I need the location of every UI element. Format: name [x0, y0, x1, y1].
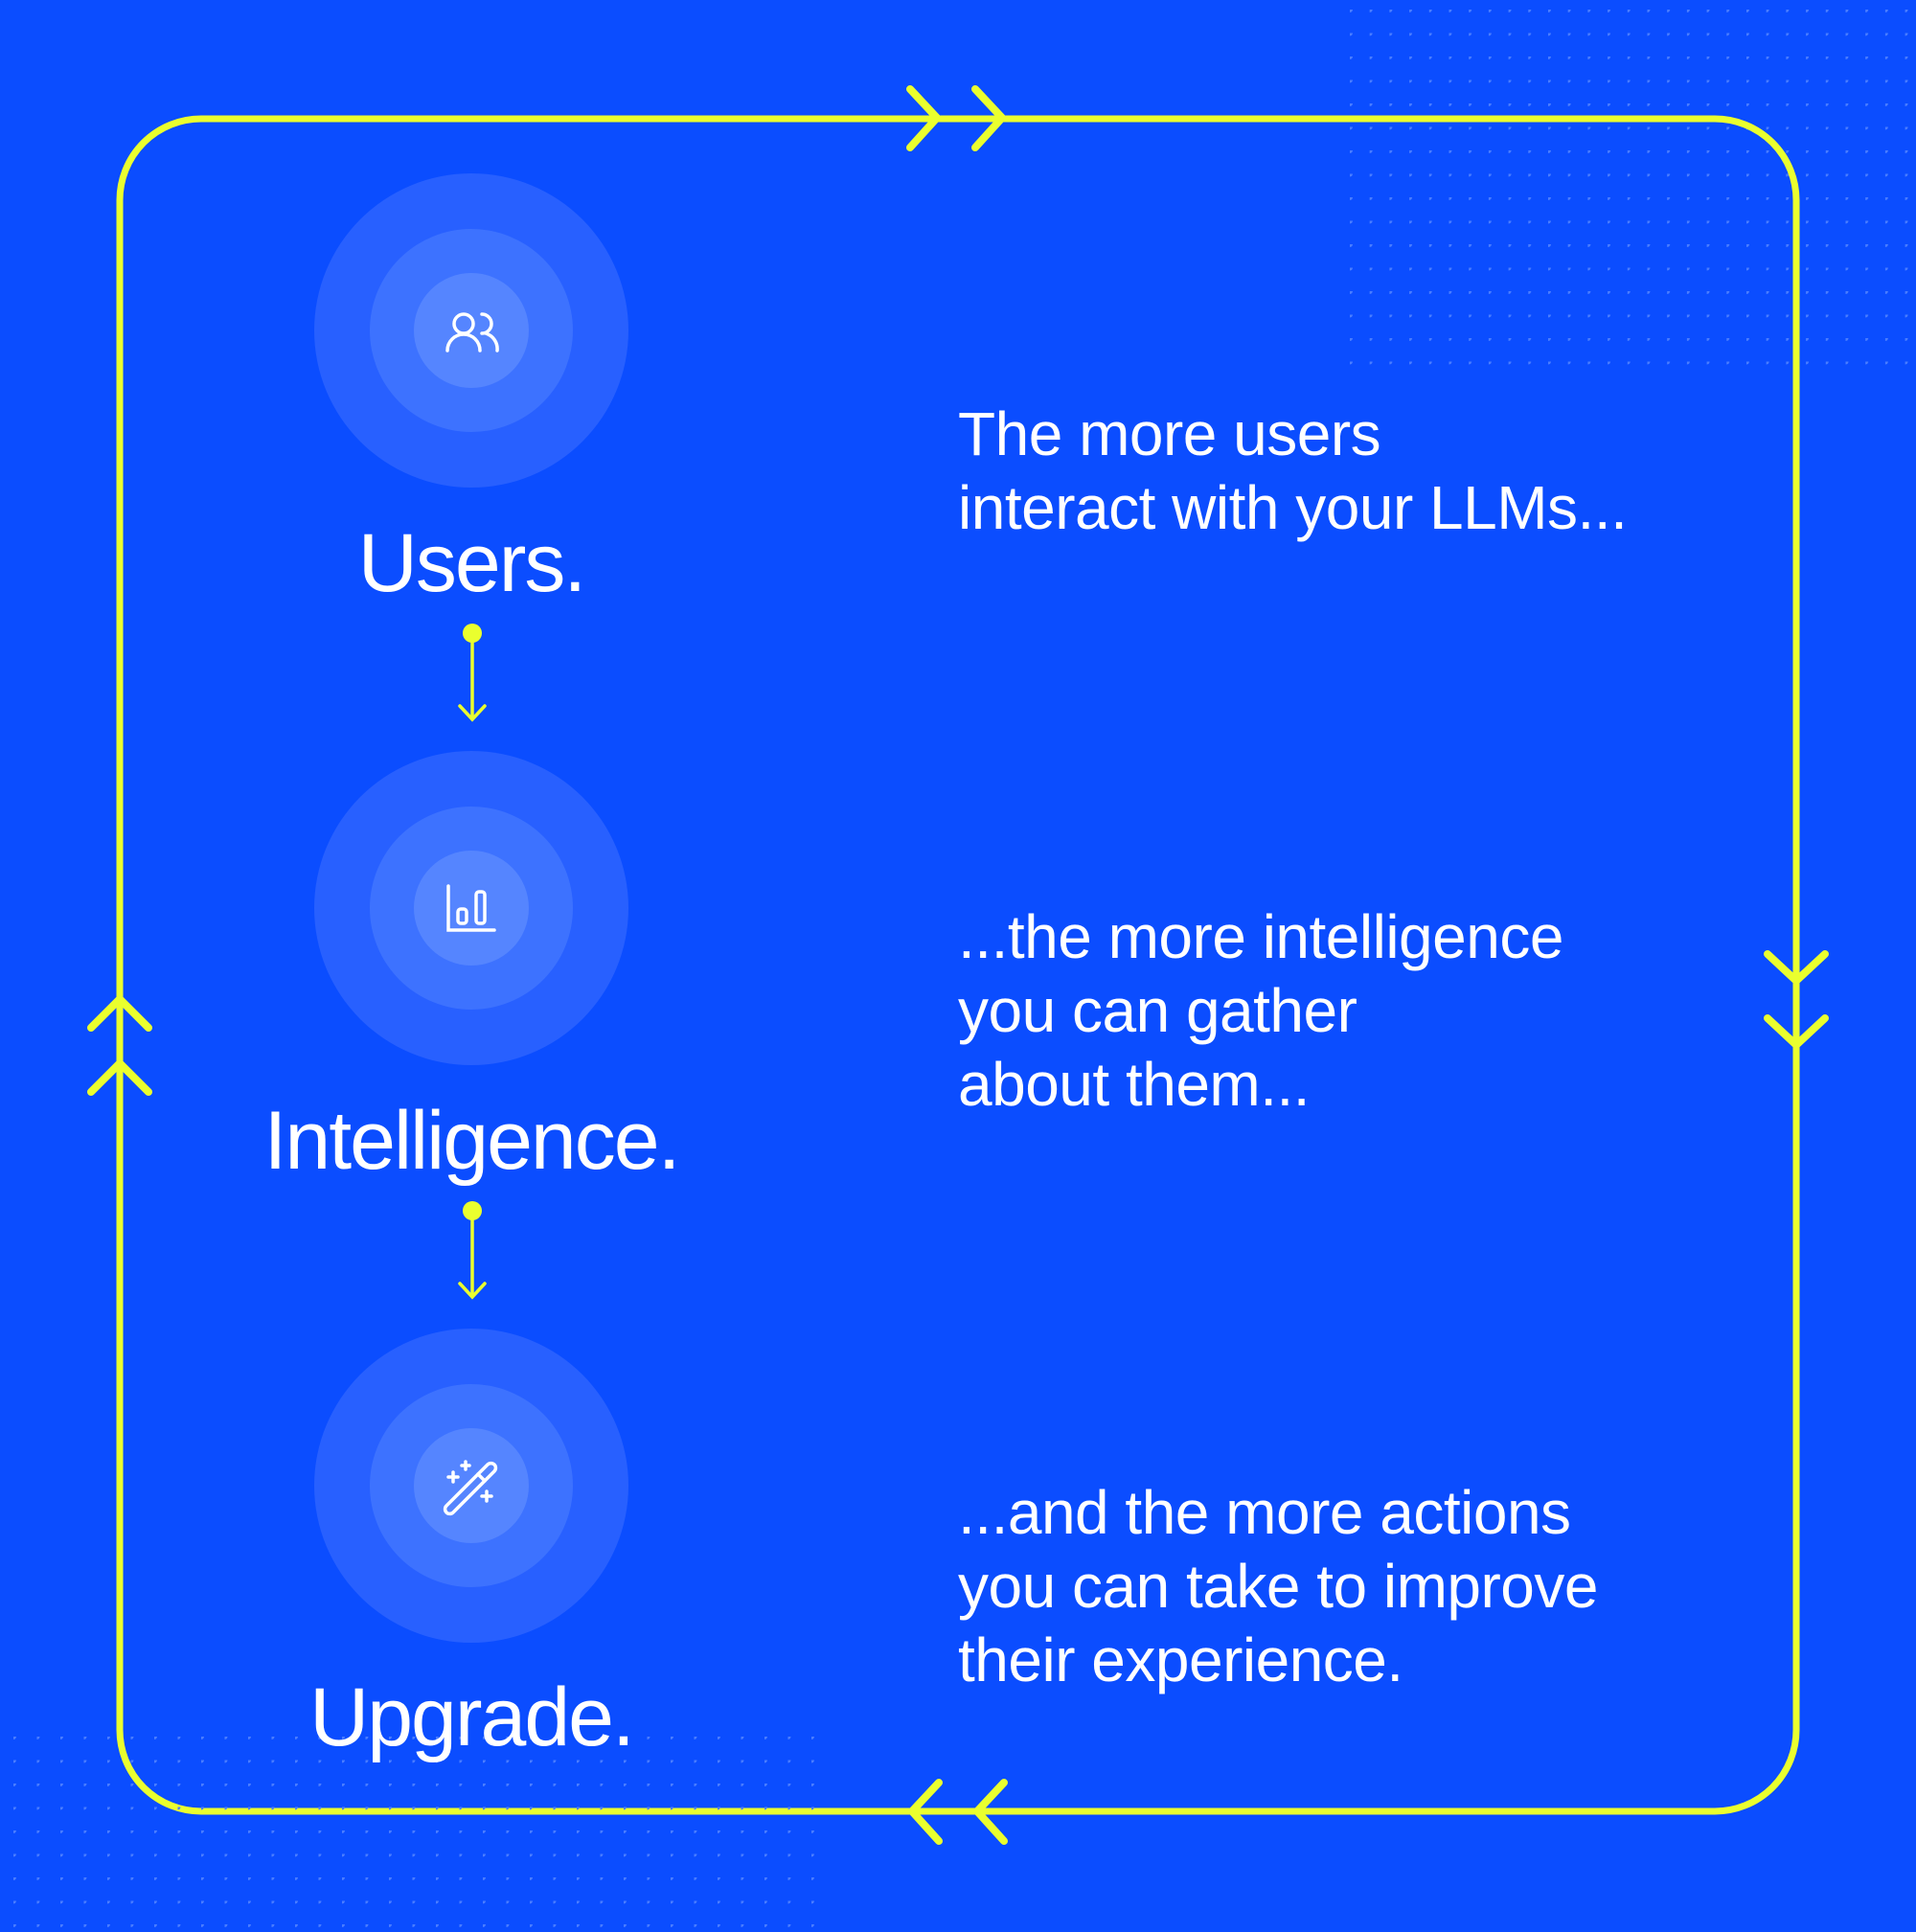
loop-border	[116, 115, 1800, 1815]
description-upgrade: ...and the more actions you can take to …	[958, 1476, 1598, 1697]
bar-chart-icon	[446, 884, 496, 932]
description-line: ...the more intelligence	[958, 902, 1563, 971]
description-line: The more users	[958, 399, 1381, 468]
upgrade-node	[314, 1329, 628, 1643]
description-line: interact with your LLMs...	[958, 473, 1628, 542]
description-line: their experience.	[958, 1625, 1403, 1694]
users-icon	[445, 312, 499, 352]
stage-title-upgrade: Upgrade.	[309, 1671, 635, 1763]
connector-arrow-2	[458, 1201, 487, 1300]
users-node	[314, 173, 628, 488]
chevron-right-icon	[906, 85, 1006, 151]
stage-title-users: Users.	[357, 517, 586, 609]
stage-title-intelligence: Intelligence.	[263, 1095, 681, 1187]
chevron-down-icon	[1764, 950, 1829, 1049]
intelligence-node	[314, 751, 628, 1065]
description-intelligence: ...the more intelligence you can gather …	[958, 900, 1563, 1122]
description-line: ...and the more actions	[958, 1478, 1571, 1547]
description-users: The more users interact with your LLMs..…	[958, 398, 1628, 545]
description-line: you can gather	[958, 976, 1357, 1045]
dot-pattern-bottom-left	[10, 1733, 824, 1932]
magic-wand-icon	[443, 1460, 498, 1516]
description-line: you can take to improve	[958, 1552, 1598, 1621]
connector-arrow-1	[458, 624, 487, 722]
chevron-up-icon	[87, 995, 152, 1096]
dot-pattern-top-right	[1346, 6, 1916, 370]
chevron-left-icon	[908, 1779, 1008, 1845]
description-line: about them...	[958, 1050, 1311, 1119]
